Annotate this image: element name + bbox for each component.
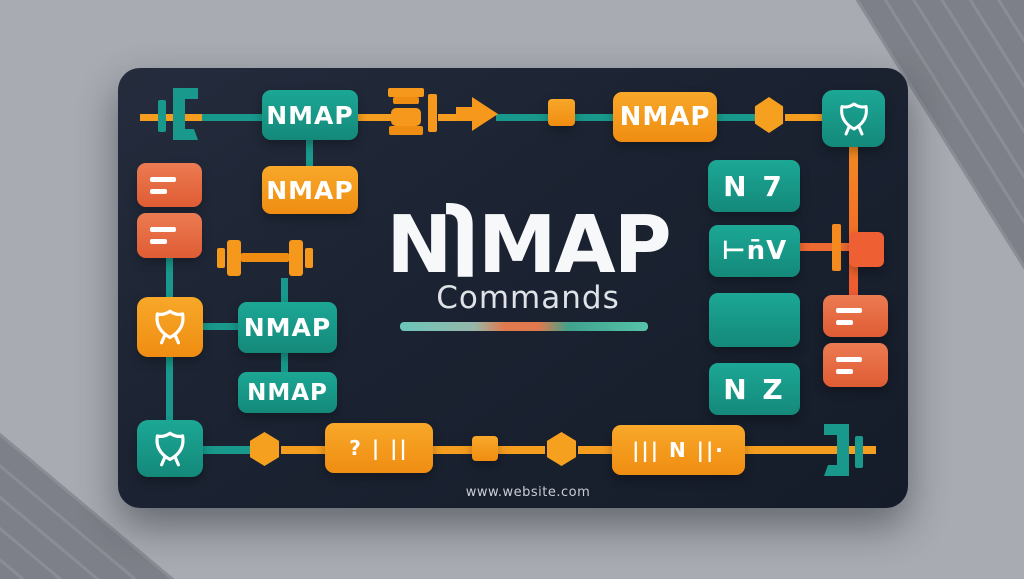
title-text: NJMAP bbox=[386, 199, 671, 292]
dumbbell-icon bbox=[217, 240, 313, 276]
infographic-card: NMAP NMAP bbox=[118, 68, 908, 508]
shield-icon bbox=[839, 102, 868, 135]
list-lines-icon bbox=[137, 176, 202, 194]
node-list-card-left-1 bbox=[137, 163, 202, 207]
connector-line bbox=[785, 114, 825, 121]
node-label: ⊢n̄V bbox=[721, 236, 788, 266]
square-connector-icon bbox=[849, 232, 884, 267]
hexagon-connector-icon bbox=[754, 97, 784, 133]
flipped-glyph: J bbox=[450, 200, 478, 292]
connector-line bbox=[849, 147, 858, 295]
node-nmap-teal-mid-lower: NMAP bbox=[238, 372, 337, 413]
node-n7: N 7 bbox=[708, 160, 800, 212]
connector-line bbox=[496, 114, 550, 121]
node-label: NMAP bbox=[619, 102, 711, 132]
connector-line bbox=[358, 114, 392, 121]
connector-line bbox=[281, 446, 325, 454]
node-label: ||| N ||· bbox=[632, 438, 725, 462]
list-lines-icon bbox=[823, 307, 888, 325]
node-label: NMAP bbox=[247, 379, 328, 406]
node-list-card-right-1 bbox=[823, 295, 888, 337]
node-shield-orange-left bbox=[137, 297, 203, 357]
arrow-right-icon bbox=[456, 97, 498, 131]
node-nmap-teal-top: NMAP bbox=[262, 90, 358, 140]
node-label: NMAP bbox=[243, 313, 332, 342]
connector-line bbox=[166, 357, 173, 420]
square-connector-icon bbox=[548, 99, 575, 126]
connector-line bbox=[166, 258, 173, 297]
subtitle-text: Commands bbox=[436, 280, 620, 316]
connector-line bbox=[575, 114, 615, 121]
connector-line bbox=[800, 243, 849, 251]
connector-line bbox=[203, 446, 250, 454]
shield-icon bbox=[155, 309, 185, 345]
node-label: N Z bbox=[723, 372, 786, 406]
square-connector-icon bbox=[472, 436, 498, 461]
list-lines-icon bbox=[823, 356, 888, 374]
hexagon-connector-icon bbox=[546, 432, 577, 466]
connector-line bbox=[203, 323, 238, 330]
connector-line bbox=[306, 140, 313, 166]
node-nz: N Z bbox=[709, 363, 800, 415]
node-label: ? | || bbox=[349, 436, 409, 460]
node-label: NMAP bbox=[266, 100, 354, 130]
node-list-card-right-2 bbox=[823, 343, 888, 387]
connector-line bbox=[578, 446, 612, 454]
node-label: NMAP bbox=[266, 175, 354, 205]
node-nmap-teal-mid-upper: NMAP bbox=[238, 302, 337, 353]
page-title: NJMAP bbox=[373, 199, 683, 292]
node-list-card-left-2 bbox=[137, 213, 202, 258]
connector-line bbox=[433, 446, 472, 454]
node-shield-teal-bottom-left bbox=[137, 420, 203, 477]
connector-line bbox=[281, 353, 288, 372]
shield-icon bbox=[155, 431, 185, 466]
connector-line bbox=[498, 446, 545, 454]
node-query-pipes: ? | || bbox=[325, 423, 433, 473]
node-pipes-n: ||| N ||· bbox=[612, 425, 745, 475]
pipe-valve-icon bbox=[388, 88, 437, 135]
node-label: N 7 bbox=[723, 169, 785, 203]
accent-gradient-bar bbox=[400, 322, 648, 331]
hexagon-connector-icon bbox=[249, 432, 280, 466]
node-hnv: ⊢n̄V bbox=[709, 225, 800, 277]
list-lines-icon bbox=[137, 227, 202, 244]
connector-line bbox=[140, 114, 202, 121]
connector-line bbox=[438, 114, 458, 121]
website-url: www.website.com bbox=[465, 485, 591, 500]
node-shield-teal-top-right bbox=[822, 90, 885, 147]
caliper-bracket-icon bbox=[824, 424, 863, 476]
connector-line bbox=[281, 278, 288, 304]
connector-line bbox=[745, 446, 876, 454]
node-nmap-orange-top-left: NMAP bbox=[262, 166, 358, 214]
connector-tick bbox=[832, 224, 841, 271]
node-blank-teal bbox=[709, 293, 800, 347]
connector-line bbox=[717, 114, 757, 121]
node-nmap-orange-top-right: NMAP bbox=[613, 92, 717, 142]
connector-line bbox=[202, 114, 262, 121]
caliper-bracket-icon bbox=[158, 88, 198, 140]
